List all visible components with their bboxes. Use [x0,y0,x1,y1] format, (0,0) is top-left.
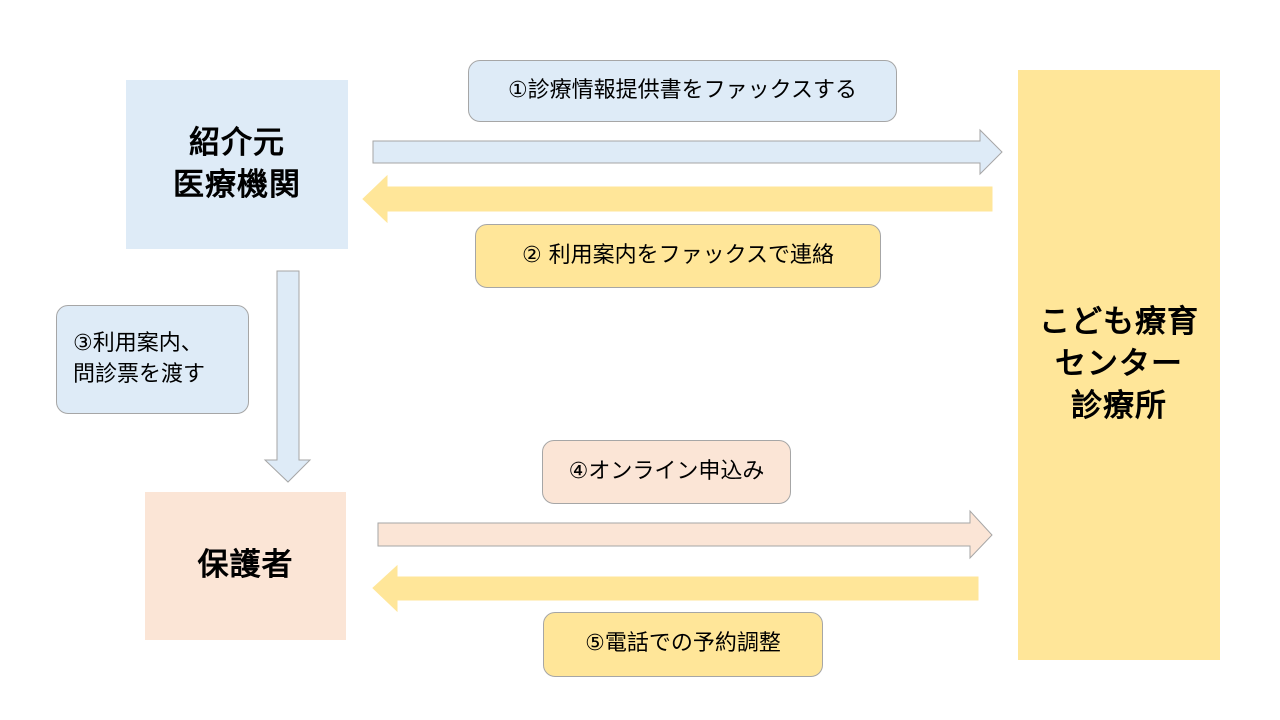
node-guardian: 保護者 [145,492,346,640]
step-2-text: ② 利用案内をファックスで連絡 [521,242,835,268]
node-center-line1: こども療育 [1039,304,1199,341]
arrow-handover-down [263,270,312,483]
node-referring-institution: 紹介元 医療機関 [126,80,348,249]
node-children-center-clinic: こども療育 センター 診療所 [1018,70,1220,660]
arrow-online-apply-right [377,509,993,560]
step-4-text: ④オンライン申込み [568,458,765,484]
node-center-line3: 診療所 [1071,387,1167,424]
arrow-phone-adjust-left [372,564,979,613]
node-referring-line1: 紹介元 [189,124,285,161]
step-1-label: ①診療情報提供書をファックスする [468,60,897,122]
step-5-text: ⑤電話での予約調整 [585,631,781,657]
node-referring-line2: 医療機関 [173,166,301,203]
step-1-text: ①診療情報提供書をファックスする [507,77,858,103]
step-3-line2: 問診票を渡す [73,361,206,387]
step-3-label: ③利用案内、 問診票を渡す [56,305,249,414]
arrow-fax-referral-right [372,128,1003,176]
step-5-label: ⑤電話での予約調整 [543,612,823,677]
arrow-fax-guide-left [362,174,993,224]
step-3-line1: ③利用案内、 [73,330,203,356]
step-2-label: ② 利用案内をファックスで連絡 [475,224,881,288]
node-guardian-label: 保護者 [197,547,294,584]
step-4-label: ④オンライン申込み [542,440,791,504]
node-center-line2: センター [1055,346,1183,383]
